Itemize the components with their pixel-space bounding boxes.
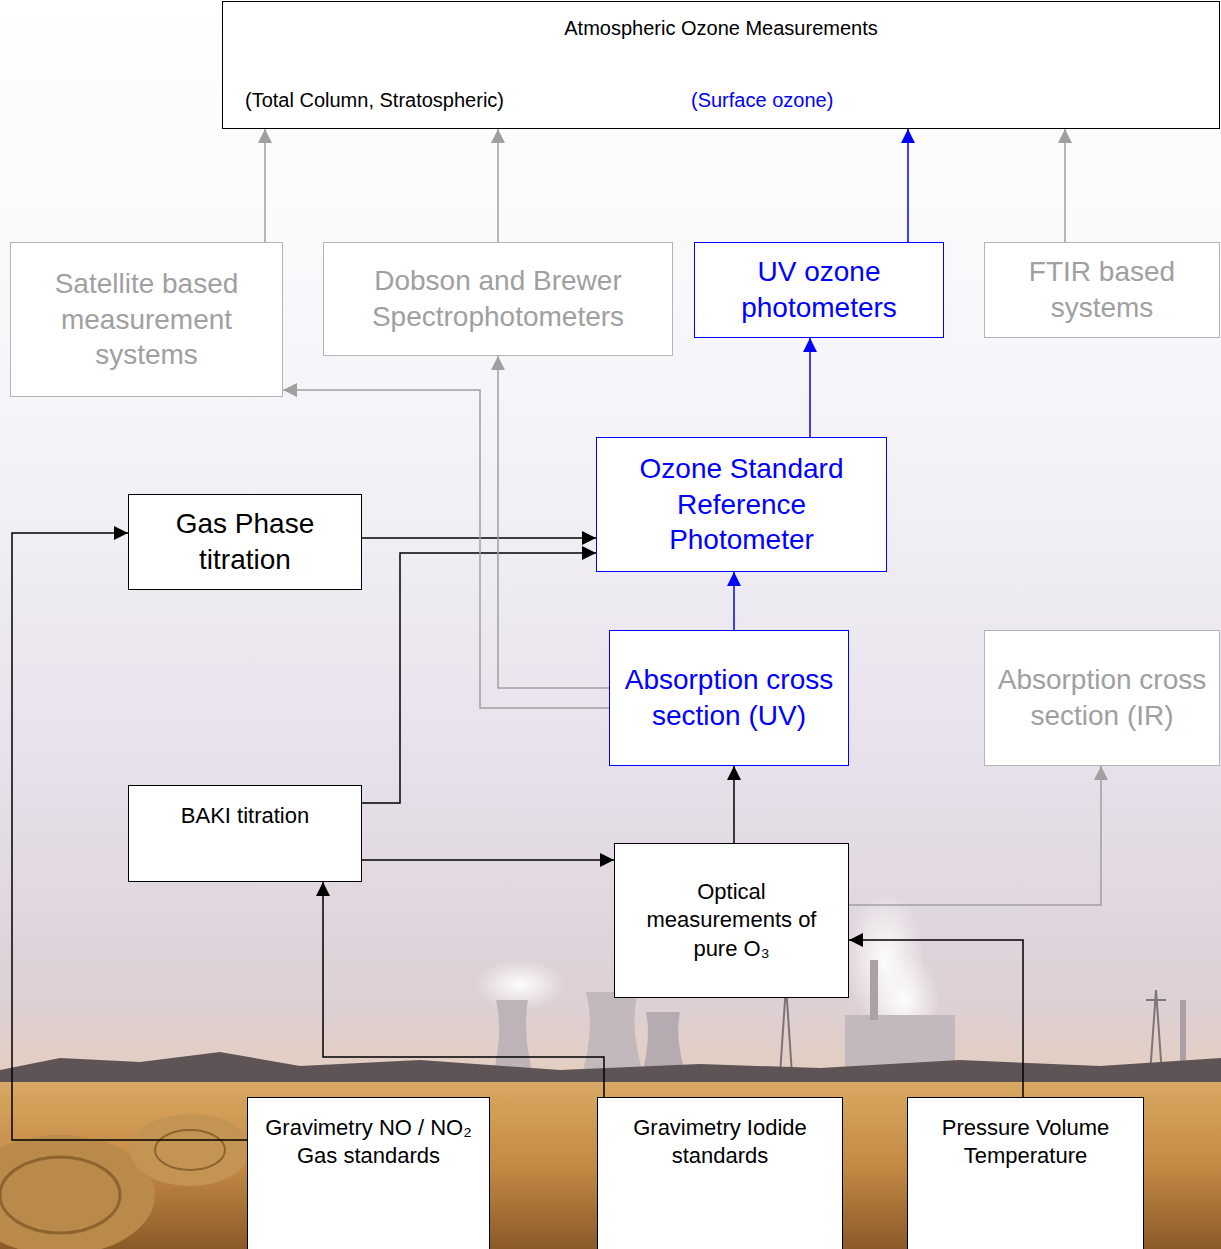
node-text: Absorption cross section (IR) <box>995 662 1209 734</box>
process-box: FTIR based systems <box>984 242 1220 338</box>
connector <box>362 553 596 803</box>
hay-bale <box>130 1114 250 1186</box>
chimney <box>870 960 878 1020</box>
connector <box>849 940 1023 1097</box>
process-box: UV ozone photometers <box>694 242 944 338</box>
node-text: Ozone Standard Reference Photometer <box>607 451 876 558</box>
process-box: Absorption cross section (IR) <box>984 630 1220 766</box>
connector <box>362 859 614 861</box>
node-text: FTIR based systems <box>995 254 1209 326</box>
connector <box>849 766 1101 905</box>
node-text: Satellite based measurement systems <box>21 266 272 373</box>
process-box: Satellite based measurement systems <box>10 242 283 397</box>
process-box: BAKI titration <box>128 785 362 882</box>
node-text: Gravimetry Iodide standards <box>608 1114 832 1170</box>
node-text: Optical measurements of pure O₃ <box>625 878 838 962</box>
process-box: Atmospheric Ozone Measurements (Total Col… <box>222 1 1220 129</box>
pylon <box>776 985 796 1075</box>
node-text: (Total Column, Stratospheric) <box>245 88 504 114</box>
connector <box>1064 129 1066 242</box>
node-text: Dobson and Brewer Spectrophotometers <box>334 263 662 335</box>
node-text: BAKI titration <box>181 802 309 830</box>
process-box: Absorption cross section (UV) <box>609 630 849 766</box>
node-text: Pressure Volume Temperature <box>918 1114 1133 1170</box>
hay-bale <box>0 1157 120 1233</box>
node-text: UV ozone photometers <box>705 254 933 326</box>
process-box: Gas Phase titration <box>128 494 362 590</box>
connector <box>809 338 811 437</box>
node-text: (Surface ozone) <box>691 88 833 114</box>
connector <box>733 572 735 630</box>
node-text: Absorption cross section (UV) <box>620 662 838 734</box>
node-text: Gravimetry NO / NO₂ Gas standards <box>258 1114 479 1170</box>
process-box: Gravimetry NO / NO₂ Gas standards <box>247 1097 490 1249</box>
process-box: Gravimetry Iodide standards <box>597 1097 843 1249</box>
tree-line <box>0 1052 1221 1085</box>
connector <box>264 129 266 242</box>
connector <box>498 356 609 688</box>
connector <box>362 537 596 539</box>
process-box: Optical measurements of pure O₃ <box>614 843 849 998</box>
connector <box>733 766 735 843</box>
process-box: Dobson and Brewer Spectrophotometers <box>323 242 673 356</box>
process-box: Pressure Volume Temperature <box>907 1097 1144 1249</box>
node-text: Gas Phase titration <box>139 506 351 578</box>
hay-bale <box>155 1130 225 1170</box>
connector <box>907 129 909 242</box>
process-box: Ozone Standard Reference Photometer <box>596 437 887 572</box>
connector <box>323 882 604 1097</box>
node-text: Atmospheric Ozone Measurements <box>223 16 1219 42</box>
connector <box>497 129 499 242</box>
chimney <box>1180 1000 1186 1070</box>
